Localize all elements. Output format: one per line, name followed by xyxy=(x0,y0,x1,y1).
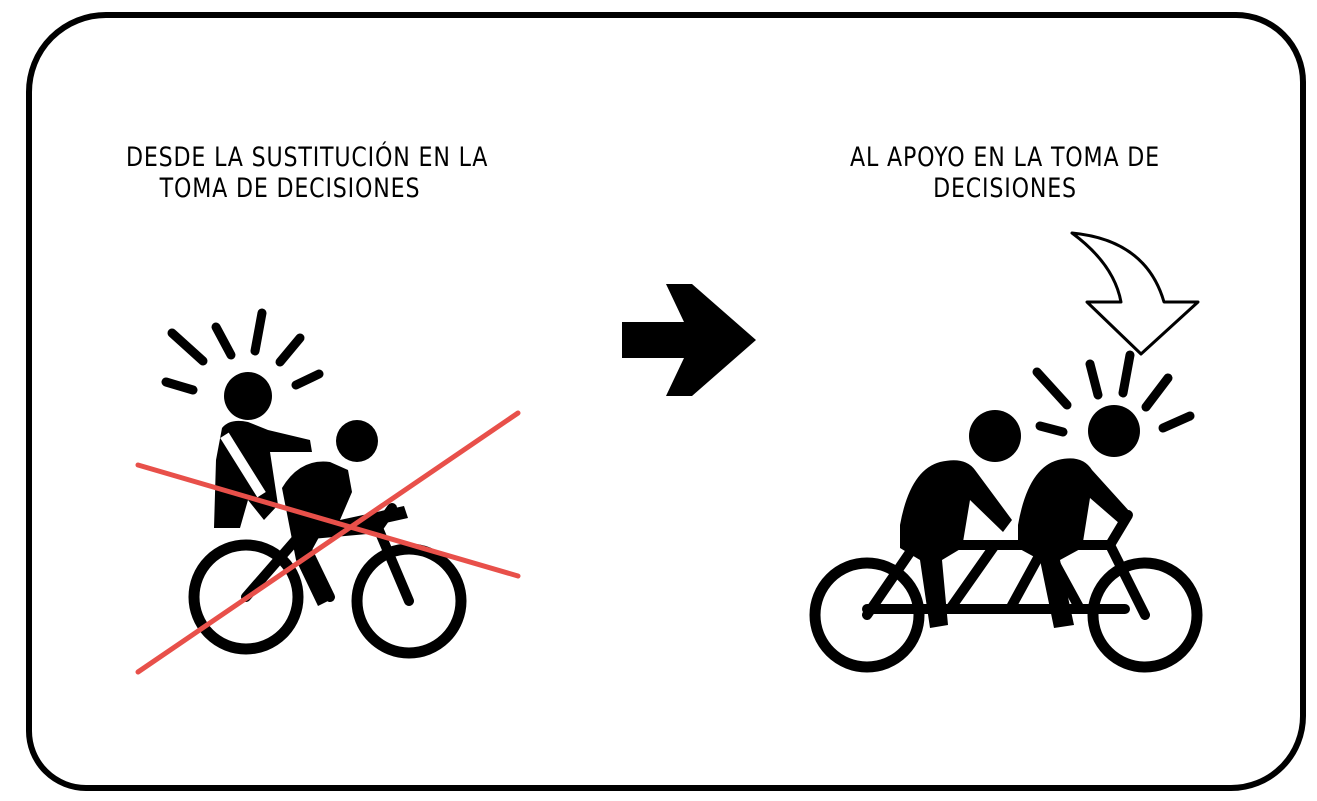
attention-rays-left xyxy=(161,308,324,395)
front-wheel-right xyxy=(1087,557,1203,673)
rear-rider-head xyxy=(969,410,1021,462)
right-caption-line-1: Al apoyo en la toma de xyxy=(850,142,1160,173)
front-rider-body xyxy=(1018,458,1130,628)
rear-wheel-right xyxy=(809,557,925,673)
left-caption-line-1: Desde la sustitución en la xyxy=(126,142,489,173)
attention-rays-right xyxy=(1032,350,1195,437)
tandem-bicycle-icon xyxy=(809,231,1203,673)
front-rider-head xyxy=(1088,405,1140,457)
right-caption: Al apoyo en la toma de decisiones xyxy=(845,142,1165,204)
rider-head xyxy=(224,372,272,420)
cross-out-mark xyxy=(135,410,521,675)
crossed-out-rider-with-passenger-icon xyxy=(135,308,521,675)
curved-arrow-icon xyxy=(1070,231,1200,356)
right-arrow-icon xyxy=(622,284,756,396)
left-caption-line-2: toma de decisiones xyxy=(159,173,421,204)
passenger-body xyxy=(282,461,408,606)
left-caption: Desde la sustitución en la toma de decis… xyxy=(126,142,489,204)
rounded-frame xyxy=(26,12,1306,791)
right-caption-line-2: decisiones xyxy=(933,173,1077,204)
rear-wheel-left xyxy=(188,539,304,655)
front-wheel-left xyxy=(351,543,467,659)
seatbelt-strap xyxy=(220,432,266,498)
passenger-head xyxy=(336,420,378,462)
rear-rider-body xyxy=(900,460,1012,628)
rider-body xyxy=(214,420,312,528)
